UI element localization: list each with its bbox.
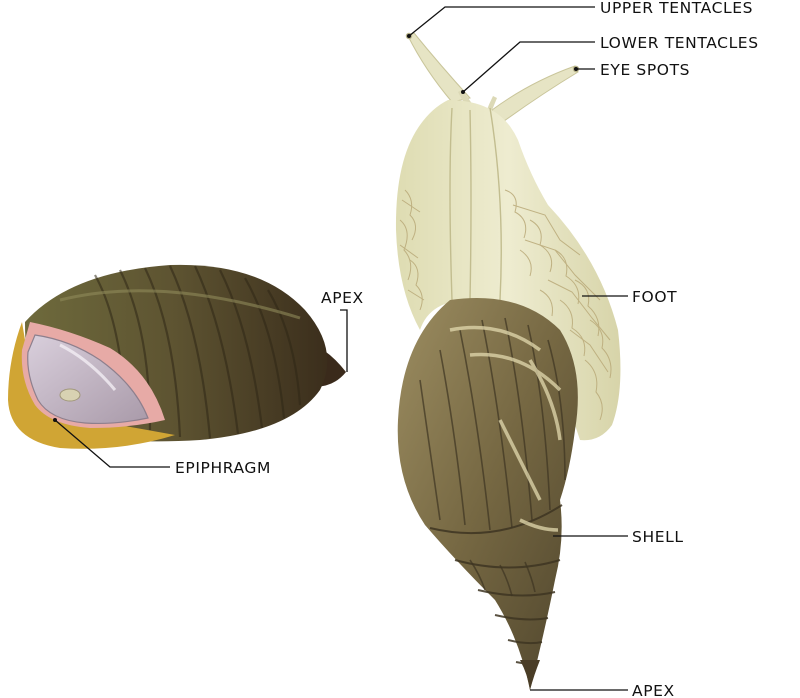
shell-sutures <box>429 504 563 665</box>
epiphragm-membrane <box>27 334 149 425</box>
upper-tentacle-right <box>491 65 579 125</box>
foot-texture <box>399 189 612 421</box>
label-foot: FOOT <box>632 288 677 306</box>
shell-highlights <box>449 325 562 532</box>
label-upper-tentacles: UPPER TENTACLES <box>600 0 753 17</box>
label-group-apex-left: APEX <box>321 289 364 372</box>
snail-shell <box>397 298 578 690</box>
label-apex-right: APEX <box>632 682 675 698</box>
shell-apex-tip <box>520 660 540 690</box>
body-contours <box>449 107 502 301</box>
label-shell: SHELL <box>632 528 684 546</box>
upper-tentacle-left <box>407 32 471 103</box>
extended-snail <box>395 32 621 690</box>
label-eye-spots: EYE SPOTS <box>600 61 690 79</box>
label-group-upper-tentacles: UPPER TENTACLES <box>407 0 753 38</box>
label-group-foot: FOOT <box>582 288 677 306</box>
retracted-snail <box>8 264 346 449</box>
label-group-eye-spots: EYE SPOTS <box>574 61 690 79</box>
label-apex-left: APEX <box>321 289 364 307</box>
label-group-lower-tentacles: LOWER TENTACLES <box>461 34 759 94</box>
label-group-apex-right: APEX <box>530 682 675 698</box>
label-group-epiphragm: EPIPHRAGM <box>53 418 271 477</box>
label-group-shell: SHELL <box>553 528 684 546</box>
label-lower-tentacles: LOWER TENTACLES <box>600 34 759 52</box>
label-epiphragm: EPIPHRAGM <box>175 459 271 477</box>
left-shell-stripes <box>94 265 302 439</box>
